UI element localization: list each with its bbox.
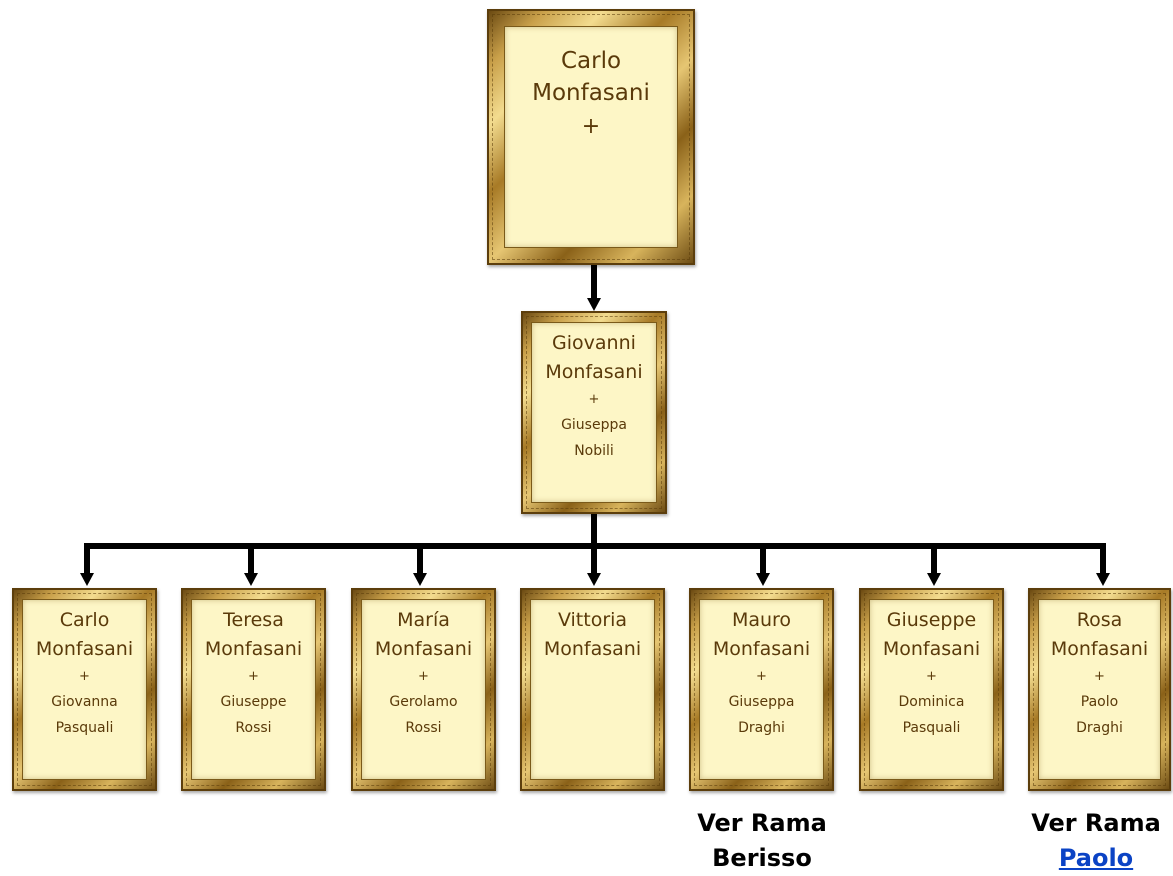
parent-last-name: Monfasani: [545, 361, 643, 383]
connector-root-to-parent: [591, 265, 597, 301]
child-first-name: Vittoria: [557, 609, 628, 631]
child-spouse-first-name: Giuseppe: [220, 694, 287, 710]
child-card-giuseppe: Giuseppe Monfasani + Dominica Pasquali: [859, 588, 1004, 791]
child-card-rosa: Rosa Monfasani + Paolo Draghi: [1028, 588, 1171, 791]
child-spouse-last-name: Draghi: [738, 720, 785, 736]
arrowhead-child-4: [587, 573, 601, 586]
branch-note-target: Berisso: [712, 844, 812, 872]
child-deceased-mark: +: [248, 669, 259, 684]
child-card-vittoria: Vittoria Monfasani: [520, 588, 665, 791]
drop-line-child-2: [248, 543, 254, 576]
child-first-name: Rosa: [1076, 609, 1123, 631]
child-last-name: Monfasani: [882, 638, 981, 660]
arrowhead-child-3: [413, 573, 427, 586]
child-spouse-first-name: Gerolamo: [389, 694, 458, 710]
child-card-content: Rosa Monfasani + Paolo Draghi: [1038, 599, 1161, 780]
drop-line-child-1: [84, 543, 90, 576]
arrowhead-child-1: [80, 573, 94, 586]
arrowhead-child-2: [244, 573, 258, 586]
child-last-name: Monfasani: [374, 638, 473, 660]
parent-first-name: Giovanni: [552, 332, 636, 354]
child-first-name: Carlo: [59, 609, 110, 631]
connector-parent-down: [591, 514, 597, 549]
child-card-content: María Monfasani + Gerolamo Rossi: [361, 599, 486, 780]
child-first-name: Teresa: [223, 609, 284, 631]
child-spouse-first-name: Giuseppa: [728, 694, 795, 710]
child-first-name: María: [397, 609, 450, 631]
drop-line-child-7: [1100, 543, 1106, 576]
child-last-name: Monfasani: [204, 638, 303, 660]
child-card-mauro: Mauro Monfasani + Giuseppa Draghi: [689, 588, 834, 791]
branch-note-paolo: Ver Rama Paolo: [1016, 806, 1173, 876]
parent-spouse-first-name: Giuseppa: [561, 417, 627, 433]
child-last-name: Monfasani: [543, 638, 642, 660]
child-deceased-mark: +: [418, 669, 429, 684]
root-ancestor-card-content: Carlo Monfasani +: [504, 26, 678, 248]
child-first-name: Mauro: [731, 609, 792, 631]
child-deceased-mark: +: [1094, 669, 1105, 684]
parent-card-content: Giovanni Monfasani + Giuseppa Nobili: [531, 322, 657, 503]
arrowhead-parent: [587, 298, 601, 311]
child-card-content: Mauro Monfasani + Giuseppa Draghi: [699, 599, 824, 780]
branch-link-paolo[interactable]: Paolo: [1058, 844, 1134, 872]
parent-card: Giovanni Monfasani + Giuseppa Nobili: [521, 311, 667, 514]
child-last-name: Monfasani: [1050, 638, 1149, 660]
root-last-name: Monfasani: [532, 80, 650, 106]
branch-note-heading: Ver Rama: [697, 809, 827, 837]
parent-deceased-mark: +: [588, 392, 600, 407]
child-card-content: Teresa Monfasani + Giuseppe Rossi: [191, 599, 316, 780]
root-deceased-mark: +: [581, 114, 601, 139]
child-spouse-first-name: Paolo: [1080, 694, 1119, 710]
child-spouse-last-name: Draghi: [1076, 720, 1123, 736]
branch-note-berisso: Ver Rama Berisso: [682, 806, 842, 876]
child-spouse-last-name: Rossi: [235, 720, 272, 736]
branch-note-heading: Ver Rama: [1031, 809, 1161, 837]
child-card-maria: María Monfasani + Gerolamo Rossi: [351, 588, 496, 791]
root-first-name: Carlo: [560, 48, 622, 74]
drop-line-child-6: [931, 543, 937, 576]
child-spouse-last-name: Pasquali: [902, 720, 961, 736]
child-spouse-first-name: Dominica: [898, 694, 965, 710]
child-card-carlo: Carlo Monfasani + Giovanna Pasquali: [12, 588, 157, 791]
child-card-teresa: Teresa Monfasani + Giuseppe Rossi: [181, 588, 326, 791]
drop-line-child-5: [760, 543, 766, 576]
branch-note-link-wrapper: Paolo: [1016, 841, 1173, 876]
drop-line-child-4: [591, 543, 597, 576]
child-first-name: Giuseppe: [886, 609, 977, 631]
child-last-name: Monfasani: [35, 638, 134, 660]
child-deceased-mark: +: [79, 669, 90, 684]
drop-line-child-3: [417, 543, 423, 576]
child-card-content: Giuseppe Monfasani + Dominica Pasquali: [869, 599, 994, 780]
child-deceased-mark: +: [756, 669, 767, 684]
child-spouse-last-name: Rossi: [405, 720, 442, 736]
parent-spouse-last-name: Nobili: [574, 443, 614, 459]
child-deceased-mark: +: [926, 669, 937, 684]
arrowhead-child-7: [1096, 573, 1110, 586]
root-ancestor-card: Carlo Monfasani +: [487, 9, 695, 265]
arrowhead-child-6: [927, 573, 941, 586]
child-card-content: Carlo Monfasani + Giovanna Pasquali: [22, 599, 147, 780]
child-spouse-first-name: Giovanna: [51, 694, 118, 710]
child-last-name: Monfasani: [712, 638, 811, 660]
child-spouse-last-name: Pasquali: [55, 720, 114, 736]
arrowhead-child-5: [756, 573, 770, 586]
child-card-content: Vittoria Monfasani: [530, 599, 655, 780]
